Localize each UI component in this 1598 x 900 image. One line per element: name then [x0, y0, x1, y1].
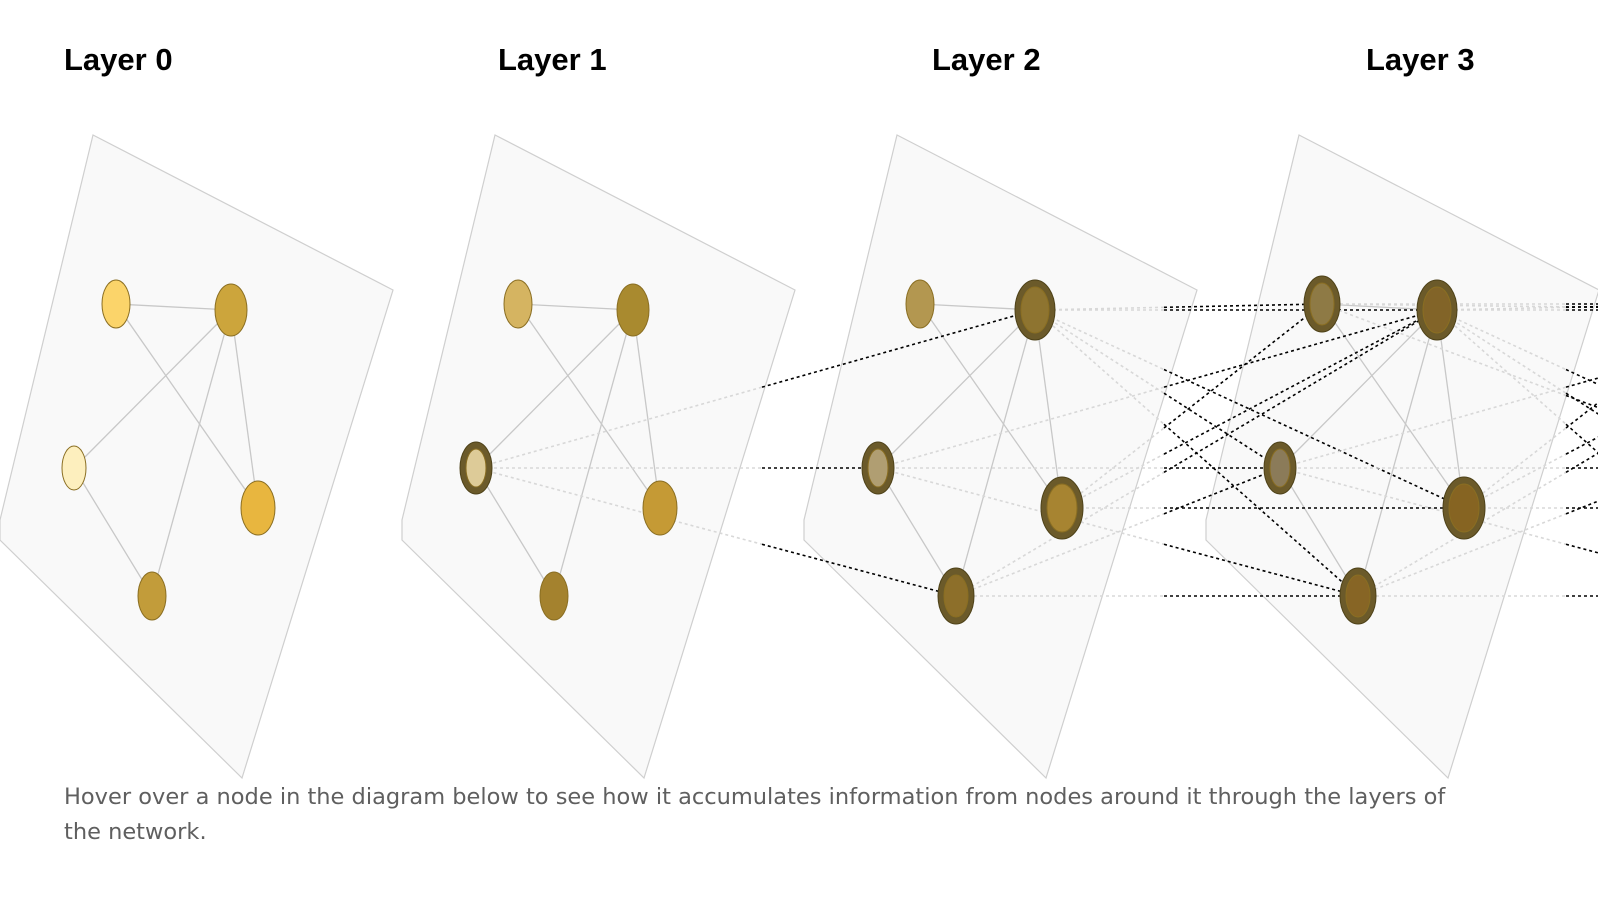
info-link-3-bd	[1565, 368, 1598, 386]
info-link-faint-2-cb	[877, 386, 1165, 469]
graph-edge-0-bd	[230, 309, 259, 509]
info-link-faint-3-be	[1436, 309, 1567, 425]
graph-edge-3-ad	[1321, 303, 1465, 509]
graph-edge-3-bd	[1436, 309, 1465, 509]
info-link-faint-1-cb	[475, 386, 763, 469]
graph-node-0-c[interactable]	[61, 445, 87, 491]
info-link-2-eb	[1163, 309, 1438, 474]
info-link-faint-3-bc	[1436, 309, 1567, 394]
graph-node-1-c[interactable]	[465, 448, 487, 488]
layer-title-1: Layer 1	[498, 42, 607, 77]
graph-edge-0-be	[151, 309, 232, 597]
graph-node-1-e[interactable]	[539, 571, 569, 621]
info-link-faint-3-ec	[1357, 513, 1567, 597]
layer-title-3: Layer 3	[1366, 42, 1475, 77]
graph-node-0-d[interactable]	[240, 480, 276, 536]
graph-node-0-b[interactable]	[214, 283, 248, 337]
graph-edge-1-ad	[517, 303, 661, 509]
graph-edge-1-bd	[632, 309, 661, 509]
graph-edge-0-ad	[115, 303, 259, 509]
graph-edge-0-ab	[115, 303, 232, 311]
graph-edge-1-be	[553, 309, 634, 597]
graph-edge-2-be	[955, 309, 1036, 597]
info-link-faint-3-cb	[1279, 386, 1567, 469]
layer-plane-2	[803, 134, 1198, 780]
graph-edge-2-bc	[877, 309, 1036, 469]
caption: Hover over a node in the diagram below t…	[64, 784, 1446, 845]
graph-edge-1-bc	[475, 309, 634, 469]
info-link-3-ec	[1565, 500, 1598, 515]
info-link-faint-2-ec	[955, 513, 1165, 597]
info-link-2-bc	[1163, 392, 1281, 469]
graph-edge-3-be	[1357, 309, 1438, 597]
info-link-faint-3-ad	[1321, 303, 1567, 397]
info-link-2-bd	[1163, 368, 1465, 509]
graph-edge-2-bd	[1034, 309, 1063, 509]
graph-node-0-a[interactable]	[101, 279, 131, 329]
graph-edge-0-ce	[73, 467, 153, 597]
graph-edge-1-ce	[475, 467, 555, 597]
graph-node-2-b[interactable]	[1020, 286, 1050, 334]
graph-edge-2-ce	[877, 467, 957, 597]
graph-node-3-e[interactable]	[1345, 574, 1371, 618]
info-link-1-cb	[761, 309, 1036, 388]
graph-edge-1-ab	[517, 303, 634, 311]
graph-node-1-b[interactable]	[616, 283, 650, 337]
layer-title-2: Layer 2	[932, 42, 1041, 77]
info-link-faint-1-ce	[475, 467, 763, 546]
info-link-3-ba	[1565, 305, 1598, 309]
graph-node-0-e[interactable]	[137, 571, 167, 621]
info-link-3-ce	[1565, 543, 1598, 554]
info-link-faint-2-bc	[1034, 309, 1165, 394]
info-link-2-ba	[1163, 303, 1323, 309]
graph-node-3-b[interactable]	[1422, 286, 1452, 334]
graph-node-2-e[interactable]	[943, 574, 969, 618]
info-link-faint-2-da	[1061, 427, 1165, 509]
graph-edge-0-bc	[73, 309, 232, 469]
graph-node-3-a[interactable]	[1309, 282, 1335, 326]
layer-plane-3	[1205, 134, 1598, 780]
graph-edge-2-ad	[919, 303, 1063, 509]
graph-edge-3-ce	[1279, 467, 1359, 597]
graph-node-3-c[interactable]	[1269, 448, 1291, 488]
graph-node-2-a[interactable]	[905, 279, 935, 329]
layer-title-0: Layer 0	[64, 42, 173, 77]
info-link-faint-2-ce	[877, 467, 1165, 546]
graph-node-2-c[interactable]	[867, 448, 889, 488]
graph-node-3-d[interactable]	[1448, 483, 1480, 533]
layer-plane-0	[0, 134, 394, 780]
info-link-3-be	[1565, 423, 1598, 454]
layer-plane-1	[401, 134, 796, 780]
info-link-3-ad	[1565, 394, 1598, 409]
info-link-faint-3-ce	[1279, 467, 1567, 546]
graph-node-1-d[interactable]	[642, 480, 678, 536]
info-link-faint-3-da	[1463, 427, 1567, 509]
graph-node-2-d[interactable]	[1046, 483, 1078, 533]
graph-edge-3-bc	[1279, 309, 1438, 469]
info-link-2-ec	[1163, 467, 1281, 515]
info-link-faint-2-be	[1034, 309, 1165, 425]
info-link-2-cb	[1163, 309, 1438, 388]
graph-node-1-a[interactable]	[503, 279, 533, 329]
